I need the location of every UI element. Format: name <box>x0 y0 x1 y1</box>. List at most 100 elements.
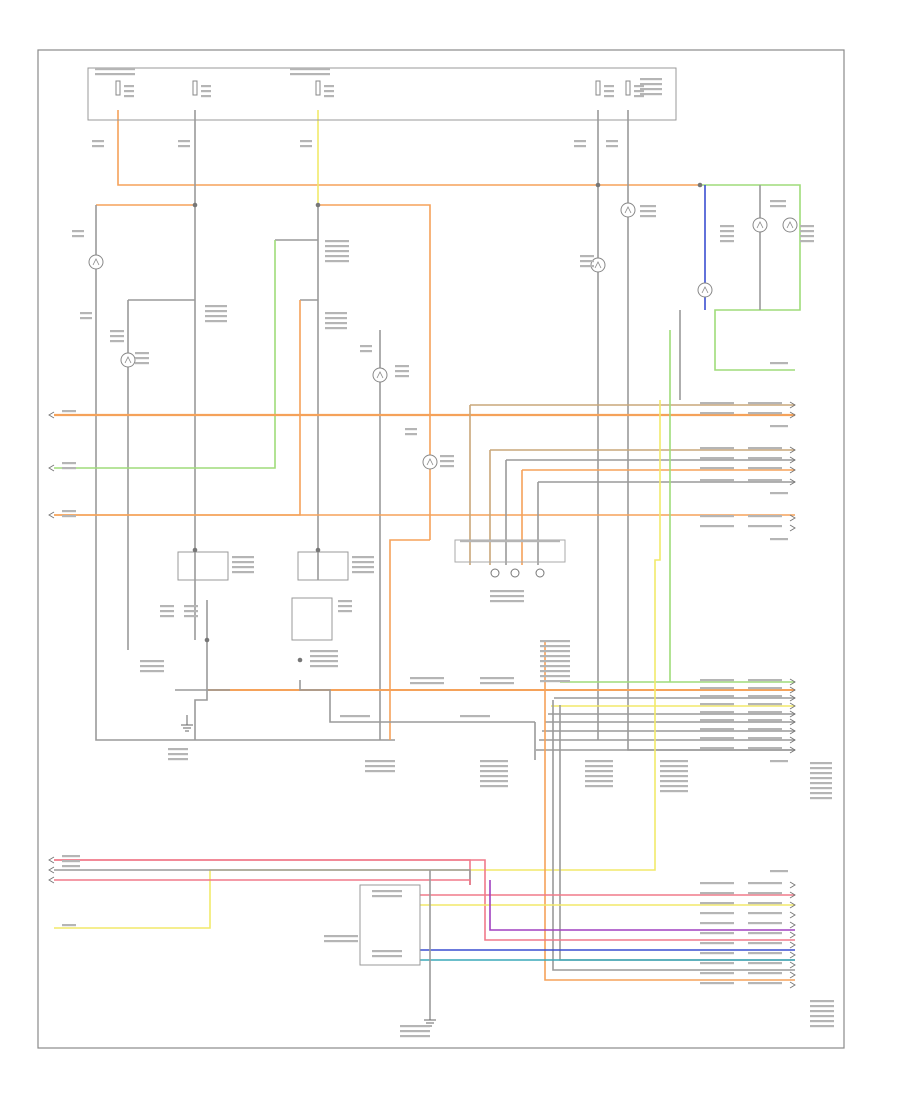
label-mark <box>748 982 782 985</box>
label-mark <box>810 767 832 770</box>
edge-connector <box>789 941 796 949</box>
label-mark <box>325 322 347 325</box>
label-mark <box>80 312 92 315</box>
label-mark <box>201 95 211 98</box>
label-mark <box>700 467 734 470</box>
connector-pin <box>697 182 703 188</box>
label-mark <box>310 650 338 653</box>
label-mark <box>110 330 124 333</box>
fuse <box>595 80 601 96</box>
label-mark <box>585 785 613 788</box>
label-mark <box>800 230 814 233</box>
connector-pin <box>595 182 601 188</box>
label-mark <box>232 571 254 574</box>
label-mark <box>205 310 227 313</box>
label-mark <box>770 425 788 428</box>
edge-connector <box>789 446 796 454</box>
label-mark <box>660 765 688 768</box>
label-mark <box>395 370 409 373</box>
connector-pin <box>192 547 198 553</box>
lamp-bulb <box>372 367 388 383</box>
edge-connector <box>789 736 796 744</box>
label-mark <box>440 460 454 463</box>
label-mark <box>640 205 656 208</box>
label-mark <box>160 615 174 618</box>
wire <box>117 110 700 186</box>
label-mark <box>184 615 198 618</box>
wire <box>54 859 471 885</box>
label-mark <box>770 538 788 541</box>
lamp-filament <box>92 258 100 266</box>
edge-connector <box>789 466 796 474</box>
label-mark <box>748 952 782 955</box>
edge-connector <box>789 971 796 979</box>
label-mark <box>325 312 347 315</box>
label-mark <box>700 942 734 945</box>
label-mark <box>338 610 352 613</box>
label-mark <box>748 687 782 690</box>
label-mark <box>324 935 358 938</box>
center-relay <box>291 597 333 641</box>
lamp-filament <box>624 206 632 214</box>
label-mark <box>606 140 618 143</box>
plug <box>535 568 545 578</box>
label-mark <box>95 73 135 76</box>
label-mark <box>232 556 254 559</box>
label-mark <box>748 479 782 482</box>
lamp-filament <box>756 221 764 229</box>
label-mark <box>360 345 372 348</box>
label-mark <box>395 365 409 368</box>
label-mark <box>480 775 508 778</box>
wire <box>54 240 276 469</box>
label-mark <box>700 962 734 965</box>
label-mark <box>460 540 560 543</box>
label-mark <box>748 457 782 460</box>
label-mark <box>325 240 349 243</box>
label-mark <box>460 715 490 718</box>
edge-connector <box>789 718 796 726</box>
label-mark <box>604 85 614 88</box>
lamp-filament <box>594 261 602 269</box>
label-mark <box>352 556 374 559</box>
wire <box>54 869 471 885</box>
label-mark <box>480 770 508 773</box>
label-mark <box>585 760 613 763</box>
label-mark <box>440 455 454 458</box>
label-mark <box>540 670 570 673</box>
label-mark <box>580 265 594 268</box>
label-mark <box>184 605 198 608</box>
edge-connector <box>48 876 55 884</box>
label-mark <box>310 660 338 663</box>
trailer-connector <box>359 884 421 966</box>
label-mark <box>352 571 374 574</box>
label-mark <box>640 78 662 81</box>
label-mark <box>110 340 124 343</box>
edge-connector <box>789 891 796 899</box>
ground-symbol <box>424 1010 436 1027</box>
edge-connector <box>48 866 55 874</box>
lamp-filament <box>786 221 794 229</box>
label-mark <box>604 95 614 98</box>
ground-symbol <box>181 715 193 732</box>
wire <box>489 880 795 931</box>
label-mark <box>748 515 782 518</box>
label-mark <box>325 255 349 258</box>
label-mark <box>640 93 662 96</box>
label-mark <box>640 215 656 218</box>
wire <box>299 680 535 723</box>
label-mark <box>62 865 80 868</box>
label-mark <box>748 447 782 450</box>
label-mark <box>232 561 254 564</box>
edge-connector <box>48 464 55 472</box>
wire <box>559 705 795 961</box>
label-mark <box>160 610 174 613</box>
label-mark <box>700 679 734 682</box>
label-mark <box>72 235 84 238</box>
label-mark <box>700 711 734 714</box>
label-mark <box>372 955 402 958</box>
lamp-bulb <box>620 202 636 218</box>
label-mark <box>700 703 734 706</box>
wire <box>700 184 801 371</box>
label-mark <box>700 912 734 915</box>
label-mark <box>810 1010 834 1013</box>
